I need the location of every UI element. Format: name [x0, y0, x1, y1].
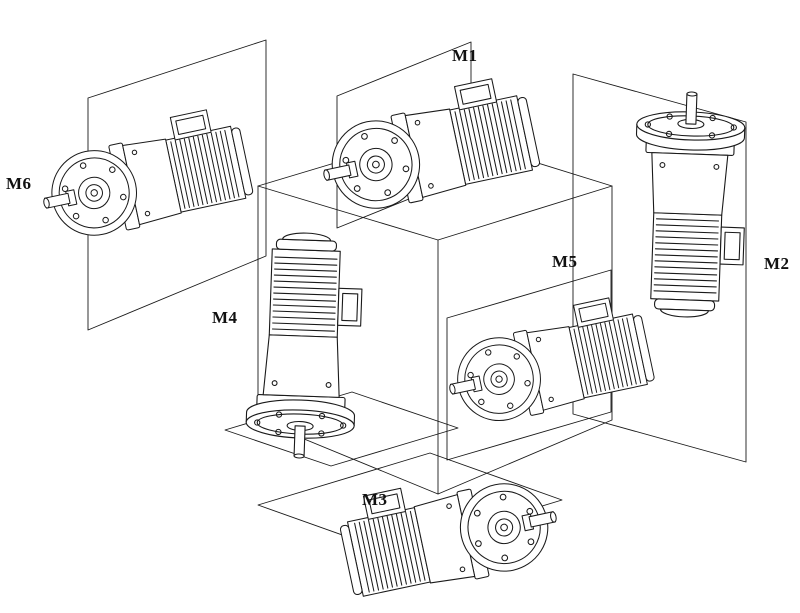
gearmotor-m2: [629, 89, 750, 320]
label-m2: M2: [764, 254, 790, 273]
label-m3: M3: [362, 490, 388, 509]
gearmotor-m5: [437, 291, 658, 432]
label-m6: M6: [6, 174, 32, 193]
mounting-plane-m5: [446, 269, 612, 461]
label-m1: M1: [452, 46, 478, 65]
gearmotor-m6: [31, 103, 256, 247]
label-m5: M5: [552, 252, 578, 271]
label-m4: M4: [212, 308, 238, 327]
gearmotor-m4: [244, 230, 365, 461]
gearmotor-m3: [334, 457, 566, 606]
mounting-plane-m6: [87, 39, 267, 331]
gearmotor-m1: [311, 72, 543, 220]
